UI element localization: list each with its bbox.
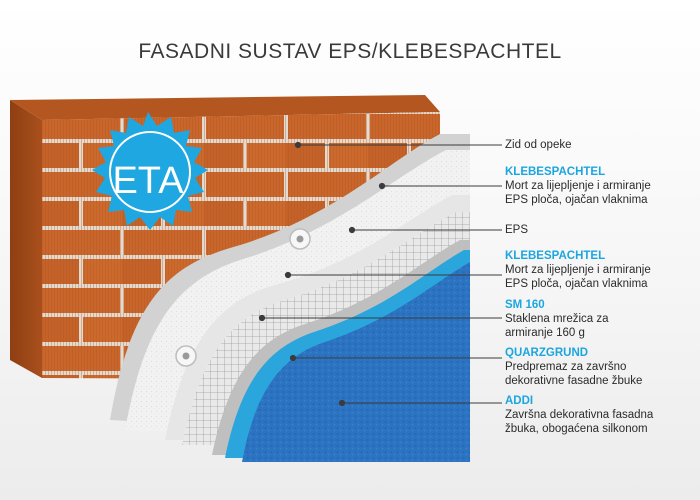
label-line: Mort za lijepljenje i armiranje — [505, 180, 651, 192]
label-heading: QUARZGRUND — [505, 347, 589, 359]
label-adhesive: KLEBESPACHTEL Mort za lijepljenje i armi… — [505, 165, 651, 207]
label-line: dekorativne fasadne žbuke — [505, 375, 643, 387]
label-adhesive-2: KLEBESPACHTEL Mort za lijepljenje i armi… — [505, 249, 651, 291]
eta-badge-ring — [109, 131, 191, 213]
label-line: armiranje 160 g — [505, 327, 585, 339]
label-brick-wall: Zid od opeke — [505, 138, 572, 152]
label-heading: KLEBESPACHTEL — [505, 250, 606, 262]
leader-dot — [378, 182, 386, 190]
label-eps: EPS — [505, 223, 528, 237]
leader-dot — [294, 141, 302, 149]
label-line: Predpremaz za završno — [505, 361, 627, 373]
leader-dot — [284, 271, 292, 279]
label-heading: KLEBESPACHTEL — [505, 166, 606, 178]
render-layer — [242, 262, 470, 462]
anchor-icon — [289, 228, 311, 250]
label-line: EPS ploča, ojačan vlaknima — [505, 278, 648, 290]
label-render: ADDI Završna dekorativna fasadna žbuka, … — [505, 394, 653, 436]
label-line: Staklena mrežica za — [505, 313, 609, 325]
label-line: EPS ploča, ojačan vlaknima — [505, 194, 648, 206]
anchor-icon — [175, 345, 197, 367]
label-primer: QUARZGRUND Predpremaz za završno dekorat… — [505, 346, 642, 388]
brick-wall-side — [10, 100, 42, 378]
leader-dot — [348, 226, 356, 234]
label-heading: ADDI — [505, 395, 534, 407]
label-mesh: SM 160 Staklena mrežica za armiranje 160… — [505, 298, 609, 340]
eta-badge-label: ETA — [112, 160, 184, 202]
label-line: Završna dekorativna fasadna — [505, 409, 654, 421]
label-line: Mort za lijepljenje i armiranje — [505, 264, 651, 276]
brick-wall-top — [10, 95, 440, 120]
leader-dot — [289, 354, 297, 362]
label-line: žbuka, obogaćena silkonom — [505, 423, 648, 435]
label-heading: SM 160 — [505, 299, 545, 311]
label-text: EPS — [505, 224, 529, 236]
leader-dot — [338, 399, 346, 407]
leader-dot — [258, 314, 266, 322]
diagram-title: FASADNI SUSTAV EPS/KLEBESPACHTEL — [138, 40, 562, 63]
label-text: Zid od opeke — [505, 139, 572, 151]
